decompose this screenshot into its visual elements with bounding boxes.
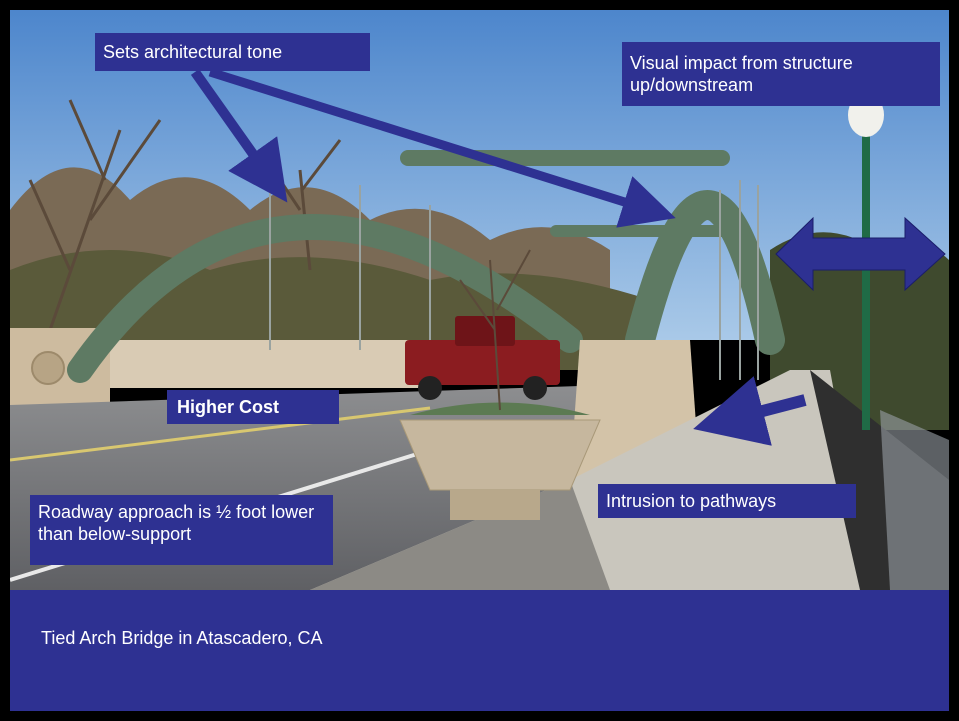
callout-intrusion: Intrusion to pathways bbox=[598, 484, 856, 518]
slide-caption: Tied Arch Bridge in Atascadero, CA bbox=[41, 628, 323, 648]
callout-higher-cost: Higher Cost bbox=[167, 390, 339, 424]
callout-architectural-tone: Sets architectural tone bbox=[95, 33, 370, 71]
callout-roadway-approach: Roadway approach is ½ foot lower than be… bbox=[30, 495, 333, 565]
callout-visual-impact: Visual impact from structure up/downstre… bbox=[622, 42, 940, 106]
caption-panel: Tied Arch Bridge in Atascadero, CA bbox=[10, 590, 949, 711]
